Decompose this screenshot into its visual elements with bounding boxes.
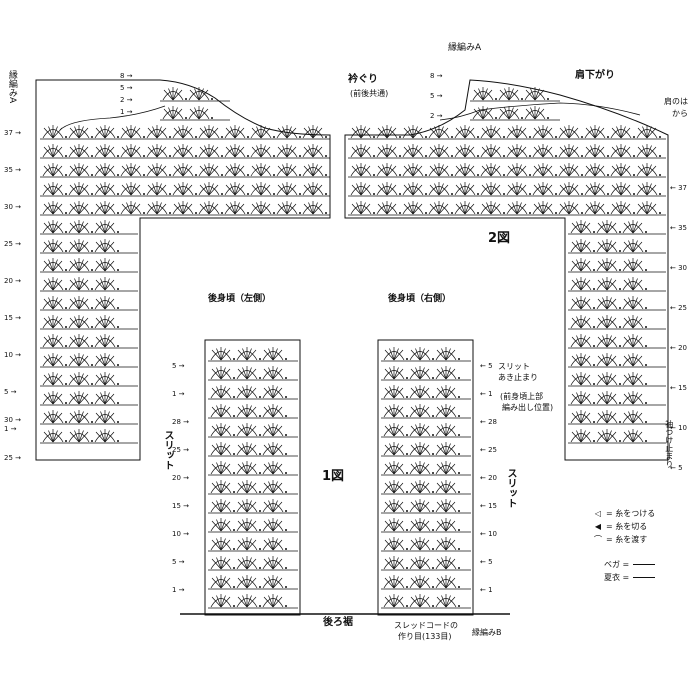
legend-color-a: ベガ =	[604, 559, 656, 570]
back-left-row-num-3: 25 →	[172, 446, 189, 454]
back-left-row-num-0: 5 →	[172, 362, 185, 370]
back-right-row-num-8: ← 1	[480, 586, 493, 594]
left-top-row-num-3: 1 →	[120, 108, 133, 116]
back-right-outline	[377, 339, 474, 616]
legend-color-b: 夏衣 =	[604, 572, 656, 583]
chart-grids	[35, 87, 669, 615]
left-row-num-8: 1 →	[4, 425, 17, 433]
front-note-label-2: 編み出し位置)	[502, 403, 554, 412]
slit-left-label: スリット	[162, 430, 173, 470]
line-thin-icon	[633, 577, 656, 578]
left-row-num-3: 25 →	[4, 240, 21, 248]
edge-a-label-top: 縁編みA	[448, 43, 482, 53]
right-row-num-4: ← 25	[670, 304, 687, 312]
left-top-row-num-2: 2 →	[120, 96, 133, 104]
cut-icon: ◀	[594, 522, 602, 531]
legend-attach-text: = 糸をつける	[606, 509, 656, 518]
slit-open-label: スリット	[498, 362, 530, 371]
back-right-row-num-2: ← 28	[480, 418, 497, 426]
hem-label: 後ろ裾	[323, 617, 353, 628]
chart-outlines	[35, 79, 669, 616]
back-left-row-num-2: 28 →	[172, 418, 189, 426]
left-row-num-7: 5 →	[4, 388, 17, 396]
legend-cut-text: = 糸を切る	[606, 522, 648, 531]
figure-1-label: 1図	[322, 469, 345, 484]
chain-start-label: スレッドコードの	[394, 621, 458, 630]
back-right-row-num-7: ← 5	[480, 558, 493, 566]
back-left-label: 後身頃（左側）	[208, 294, 272, 304]
left-row-num-6: 10 →	[4, 351, 21, 359]
shoulder-note-label: 肩のは	[664, 97, 688, 106]
legend-color-a-text: ベガ =	[604, 560, 630, 569]
left-panel-lower-stitches	[40, 220, 138, 444]
right-panel-lower-stitches	[568, 220, 666, 444]
right-row-num-6: ← 35	[670, 224, 687, 232]
shoulder-slope-label: 肩下がり	[575, 70, 615, 81]
right-panel-upper-stitches	[348, 125, 666, 216]
legend-cut: ◀ = 糸を切る	[590, 521, 647, 532]
back-left-row-num-6: 10 →	[172, 530, 189, 538]
back-left-row-num-4: 20 →	[172, 474, 189, 482]
carry-icon: ⌒	[594, 535, 602, 544]
back-left-row-num-1: 1 →	[172, 390, 185, 398]
edge-b-label: 縁編みB	[472, 628, 502, 637]
right-shoulder-stitches	[470, 87, 560, 121]
neck-curve-left	[59, 105, 166, 131]
back-right-row-num-0: ← 5	[480, 362, 493, 370]
back-right-row-num-5: ← 15	[480, 502, 497, 510]
right-row-num-0: ← 5	[670, 464, 683, 472]
figure-2-label: 2図	[488, 231, 511, 246]
legend-carry-text: = 糸を渡す	[606, 535, 648, 544]
right-row-num-1: ← 10	[670, 424, 687, 432]
back-right-row-num-3: ← 25	[480, 446, 497, 454]
left-row-num-b-1: 25 →	[4, 454, 21, 462]
back-right-row-num-1: ← 1	[480, 390, 493, 398]
back-left-stitches	[208, 347, 298, 609]
shoulder-note-label-2: から	[672, 109, 688, 118]
left-row-num-1: 35 →	[4, 166, 21, 174]
right-row-num-7: ← 37	[670, 184, 687, 192]
left-panel-outline	[35, 79, 331, 461]
left-row-num-b-0: 30 →	[4, 416, 21, 424]
line-thick-icon	[633, 564, 656, 565]
edge-a-label-left: 縁編みA	[6, 70, 17, 104]
right-top-row-num-2: 2 →	[430, 112, 443, 120]
back-left-row-num-5: 15 →	[172, 502, 189, 510]
legend-color-b-text: 夏衣 =	[604, 573, 630, 582]
sleeve-end-label: 袖つけ止まり	[664, 420, 674, 468]
legend-carry: ⌒ = 糸を渡す	[590, 534, 647, 545]
slit-right-label: スリット	[505, 468, 516, 508]
slit-open-label-2: あき止まり	[498, 373, 538, 382]
left-row-num-5: 15 →	[4, 314, 21, 322]
back-left-row-num-8: 1 →	[172, 586, 185, 594]
left-row-num-2: 30 →	[4, 203, 21, 211]
neck-curve-right	[439, 102, 641, 121]
left-top-row-num-0: 8 →	[120, 72, 133, 80]
back-left-row-num-7: 5 →	[172, 558, 185, 566]
attach-icon: ◁	[594, 509, 602, 518]
left-row-num-4: 20 →	[4, 277, 21, 285]
front-note-label: (前身頃上部	[500, 392, 544, 401]
neckline-sub-label: (前後共通)	[350, 89, 389, 98]
back-right-row-num-4: ← 20	[480, 474, 497, 482]
back-right-label: 後身頃（右側）	[388, 294, 452, 304]
right-top-row-num-0: 8 →	[430, 72, 443, 80]
right-row-num-2: ← 15	[670, 384, 687, 392]
left-panel-upper-stitches	[40, 125, 330, 216]
legend-attach: ◁ = 糸をつける	[590, 508, 655, 519]
left-top-row-num-1: 5 →	[120, 84, 133, 92]
back-right-stitches	[381, 347, 471, 609]
neckline-label: 衿ぐり	[348, 74, 378, 85]
left-row-num-0: 37 →	[4, 129, 21, 137]
right-row-num-5: ← 30	[670, 264, 687, 272]
left-shoulder-stitches	[160, 87, 230, 121]
chain-start-label-2: 作り目(133目)	[398, 632, 452, 641]
right-row-num-3: ← 20	[670, 344, 687, 352]
back-left-outline	[204, 339, 301, 616]
right-top-row-num-1: 5 →	[430, 92, 443, 100]
back-right-row-num-6: ← 10	[480, 530, 497, 538]
right-panel-outline	[344, 79, 669, 461]
